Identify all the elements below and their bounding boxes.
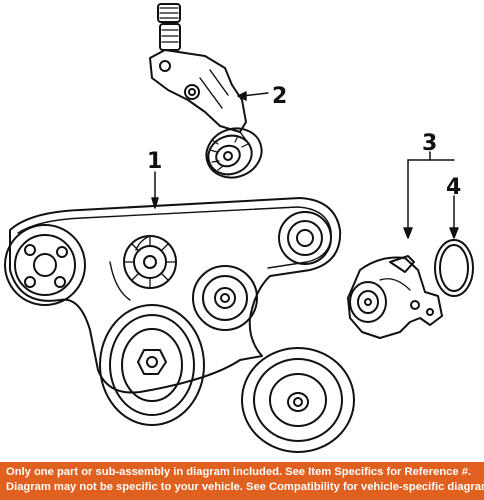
lower-left-pulley [99, 304, 205, 426]
water-pump [347, 255, 443, 339]
center-pulley [192, 265, 258, 331]
left-pulley [4, 224, 86, 306]
disclaimer-line-1: Only one part or sub-assembly in diagram… [6, 466, 472, 478]
callout-2: 2 [272, 84, 287, 109]
idler-pulley [123, 235, 177, 289]
belt-tensioner-assembly [149, 3, 263, 179]
water-pump-gasket [434, 239, 474, 297]
callout-4: 4 [446, 175, 461, 200]
disclaimer-banner: Only one part or sub-assembly in diagram… [0, 462, 484, 500]
leader-lines [151, 91, 459, 239]
parts-diagram: 1 2 3 4 [4, 3, 474, 453]
alternator-pulley [278, 211, 332, 265]
callout-3: 3 [422, 131, 437, 156]
callout-1: 1 [147, 149, 162, 174]
lower-right-pulley [241, 347, 355, 453]
disclaimer-line-2: Diagram may not be specific to your vehi… [6, 481, 484, 493]
